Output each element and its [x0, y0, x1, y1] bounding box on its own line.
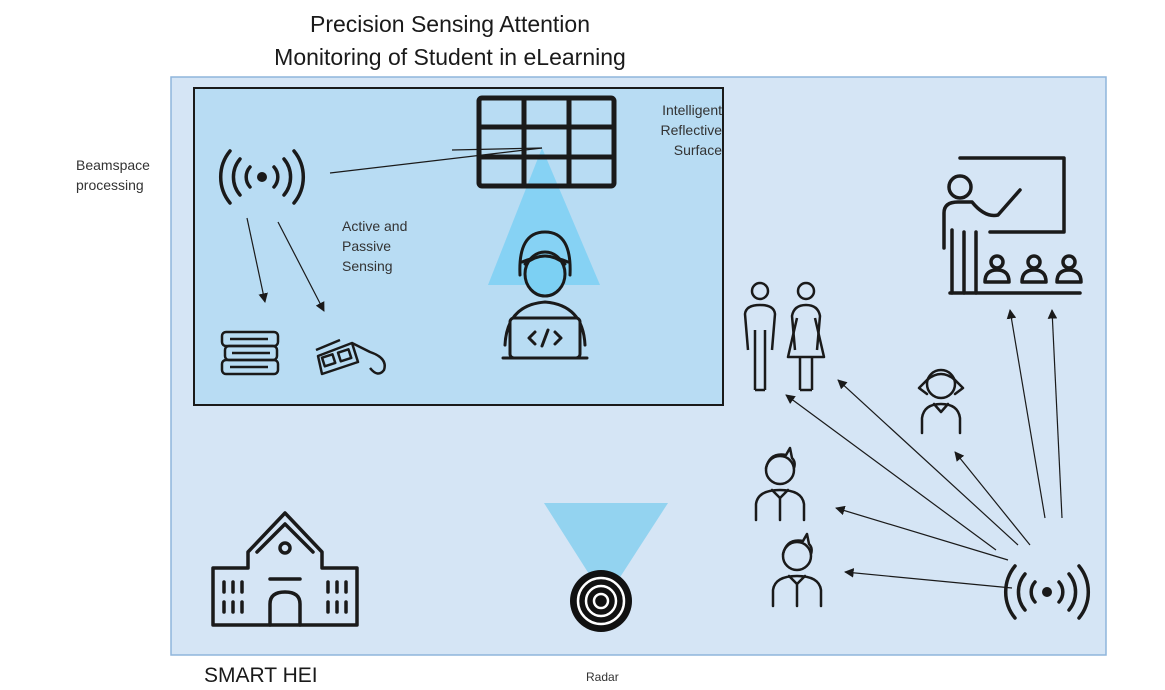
boy-student-icon — [754, 446, 806, 522]
3d-glasses-icon — [315, 338, 386, 376]
title-line-2: Monitoring of Student in eLearning — [274, 44, 626, 70]
girl-student-icon — [917, 368, 965, 435]
irs-label-line: Surface — [673, 142, 722, 158]
teacher-presentation-icon — [942, 156, 1083, 295]
radar-label: Radar — [586, 670, 619, 684]
radar-beam — [544, 503, 668, 585]
elearning-room-box — [193, 87, 724, 406]
signal-arrows — [785, 309, 1063, 589]
sensing-label-line: Passive — [342, 238, 392, 254]
irs-label: Intelligent Reflective Surface — [612, 100, 722, 160]
beamspace-label: Beamspace processing — [76, 155, 176, 195]
sensing-arrows — [246, 217, 325, 312]
irs-label-line: Reflective — [660, 122, 722, 138]
sensing-label-line: Active and — [342, 218, 408, 234]
boy-student-icon — [771, 532, 823, 608]
beamspace-label-line: Beamspace — [76, 157, 150, 173]
smart-hei-label: SMART HEI — [204, 664, 318, 687]
beamspace-label-line: processing — [76, 177, 144, 193]
irs-label-line: Intelligent — [662, 102, 722, 118]
beam-to-irs — [329, 147, 543, 174]
reflected-beam — [488, 148, 600, 285]
diagram-title: Precision Sensing Attention Monitoring o… — [200, 8, 700, 74]
sensing-label-line: Sensing — [342, 258, 393, 274]
wireless-signal-icon — [1004, 564, 1090, 620]
radar-icon — [570, 570, 632, 632]
student-laptop-icon — [501, 230, 589, 360]
sensing-label: Active and Passive Sensing — [342, 216, 462, 276]
university-building-icon — [211, 511, 359, 627]
books-icon — [220, 330, 280, 376]
reflective-surface-grid-icon — [476, 95, 617, 189]
title-line-1: Precision Sensing Attention — [309, 11, 590, 37]
man-woman-icon — [743, 281, 826, 392]
wireless-signal-icon — [219, 149, 305, 205]
